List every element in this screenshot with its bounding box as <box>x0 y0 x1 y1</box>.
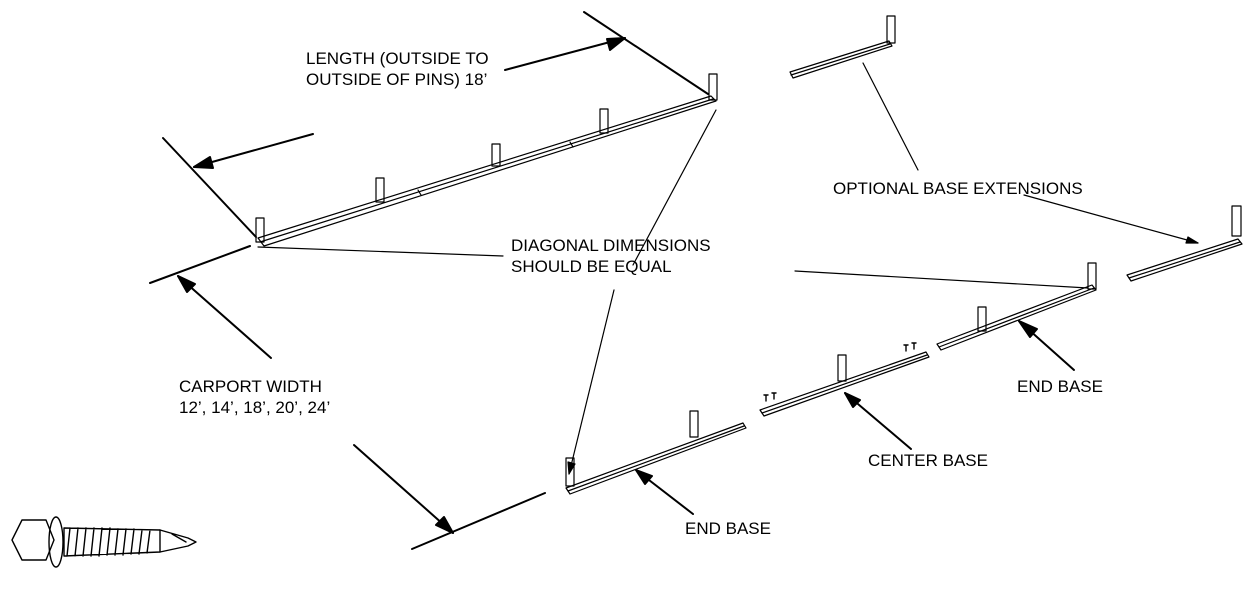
top-rail-pin-1 <box>256 218 264 242</box>
screw-washer <box>48 516 64 568</box>
end-base-bottom-label: END BASE <box>685 518 771 539</box>
top-extension-pin <box>887 16 895 43</box>
diagonal-leader-4 <box>795 271 1088 288</box>
right-end-pin-2 <box>1088 263 1096 289</box>
center-rail-edge <box>762 355 927 413</box>
diagonal-label-line-1: DIAGONAL DIMENSIONS <box>511 236 711 255</box>
length-label-line-2: OUTSIDE OF PINS) 18’ <box>306 70 488 89</box>
optional-arrowhead <box>1186 237 1198 243</box>
right-extension-edge <box>1129 242 1240 278</box>
end-base-bottom-arrowhead <box>636 470 652 484</box>
optional-extensions-label: OPTIONAL BASE EXTENSIONS <box>833 178 1083 199</box>
rail-fasteners <box>764 343 916 401</box>
length-extension-right <box>584 12 708 94</box>
right-end-pin-1 <box>978 307 986 331</box>
center-base-arrowhead <box>845 393 860 407</box>
screw-drill-tip <box>160 530 196 552</box>
bottom-end-pin-2 <box>690 411 698 437</box>
bottom-end-rail <box>566 423 746 494</box>
length-label-line-1: LENGTH (OUTSIDE TO <box>306 49 489 68</box>
top-base-assembly <box>256 74 717 246</box>
diagonal-leader-3 <box>569 290 614 474</box>
bottom-end-rail-edge <box>568 426 744 491</box>
diagonal-leaders <box>258 63 1198 474</box>
top-rail-pin-5 <box>709 74 717 100</box>
width-arrow-top <box>178 276 271 358</box>
top-rail-joint-2 <box>570 142 573 147</box>
self-drilling-hex-screw-icon <box>12 516 196 568</box>
carport-width-line-2: 12’, 14’, 18’, 20’, 24’ <box>179 398 331 417</box>
center-base-label: CENTER BASE <box>868 450 988 471</box>
center-rail <box>760 352 929 416</box>
length-dimension-label: LENGTH (OUTSIDE TO OUTSIDE OF PINS) 18’ <box>306 48 489 90</box>
end-base-right-label: END BASE <box>1017 376 1103 397</box>
diagonal-arrowhead-bottom <box>568 462 575 474</box>
fastener-3 <box>904 345 908 351</box>
end-base-right-arrowhead <box>1019 321 1037 337</box>
right-end-rail <box>937 285 1096 350</box>
optional-extensions-text: OPTIONAL BASE EXTENSIONS <box>833 179 1083 198</box>
width-extension-bottom <box>412 493 545 549</box>
end-base-right-text: END BASE <box>1017 377 1103 396</box>
length-arrowhead-right <box>607 38 625 50</box>
top-rail-pin-4 <box>600 109 608 133</box>
end-base-bottom-text: END BASE <box>685 519 771 538</box>
right-extension-rail <box>1127 239 1242 281</box>
screw-hex-head <box>12 520 54 560</box>
diagonal-leader-2 <box>633 110 716 265</box>
top-extension-edge <box>791 44 890 75</box>
center-rail-pin <box>838 355 846 381</box>
fastener-4 <box>912 343 916 349</box>
top-extension-rail <box>790 41 892 78</box>
width-arrowhead-top <box>178 276 195 292</box>
right-end-base <box>937 263 1096 350</box>
fastener-2 <box>772 393 776 399</box>
bottom-end-base <box>566 411 746 494</box>
top-rail-edge <box>260 99 713 242</box>
diagonal-label-line-2: SHOULD BE EQUAL <box>511 257 672 276</box>
top-rail-pin-2 <box>376 178 384 202</box>
length-dimension <box>163 12 708 237</box>
bottom-end-pin-1 <box>566 458 574 486</box>
width-dimension <box>150 246 545 549</box>
carport-width-line-1: CARPORT WIDTH <box>179 377 322 396</box>
optional-leader-top <box>863 63 918 170</box>
callout-leaders <box>636 321 1074 514</box>
width-extension-top <box>150 246 250 283</box>
top-rail-outline <box>258 96 716 246</box>
right-optional-extension <box>1127 206 1242 281</box>
top-rail-joint-1 <box>418 190 421 195</box>
right-end-rail-edge <box>939 288 1094 347</box>
length-arrow-left <box>194 134 313 167</box>
optional-leader-bottom <box>1024 195 1198 243</box>
center-base-rail <box>760 352 929 416</box>
screw-thread <box>64 528 160 556</box>
length-extension-left <box>163 138 256 237</box>
right-extension-pin <box>1232 206 1241 236</box>
carport-width-label: CARPORT WIDTH 12’, 14’, 18’, 20’, 24’ <box>179 376 330 418</box>
center-base-text: CENTER BASE <box>868 451 988 470</box>
top-rail-pin-3 <box>492 144 500 166</box>
diagonal-dimensions-label: DIAGONAL DIMENSIONS SHOULD BE EQUAL <box>511 235 711 277</box>
diagonal-leader-1 <box>258 247 503 256</box>
width-arrow-bottom <box>354 445 453 533</box>
top-optional-extension <box>790 16 895 78</box>
fastener-1 <box>764 395 768 401</box>
length-arrowhead-left <box>194 157 213 168</box>
width-arrowhead-bottom <box>436 517 453 533</box>
length-arrow-right <box>505 38 625 70</box>
